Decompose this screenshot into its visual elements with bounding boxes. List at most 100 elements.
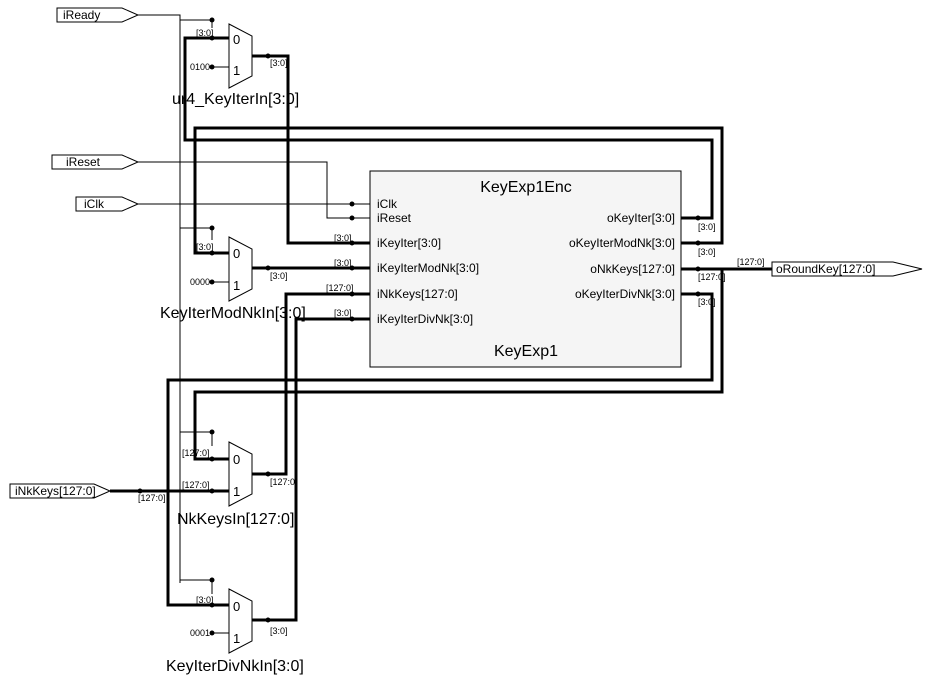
mux-keyitermodnk-out-bus: [3:0]	[270, 271, 288, 281]
port-iclk-label: iClk	[84, 197, 105, 211]
junction-dot	[695, 266, 701, 272]
junction-dot	[209, 17, 215, 23]
mux-keyiterdivnk-sel0: 0	[233, 599, 240, 614]
block-output-okeyiter: oKeyIter[3:0]	[607, 211, 675, 225]
bus-label-in-keyiter: [3:0]	[334, 233, 352, 243]
mux-keyitermodnk-in0-bus: [3:0]	[196, 242, 214, 252]
junction-dot	[209, 35, 215, 41]
block-instance-name: KeyExp1	[494, 343, 558, 360]
junction-dot	[209, 225, 215, 231]
mux-keyiter-in0-bus: [3:0]	[196, 28, 214, 38]
junction-dot	[209, 279, 215, 285]
junction-dot	[265, 471, 271, 477]
mux-nkkeys-out-bus: [127:0]	[270, 477, 298, 487]
junction-dot	[209, 602, 215, 608]
mux-nkkeys-in1-bus: [127:0]	[182, 480, 210, 490]
bus-mux1-out	[252, 54, 370, 245]
mux-keyitermodnk-sel1: 1	[233, 278, 240, 293]
block-input-ikeyiterdivnk: iKeyIterDivNk[3:0]	[377, 312, 473, 326]
junction-dot	[695, 291, 701, 297]
junction-dot	[209, 488, 215, 494]
mux-nkkeys-label: NkKeysIn[127:0]	[177, 511, 294, 528]
mux-keyitermodnk: 0 1 [3:0] 0000 [3:0] KeyIterModNkIn[3:0]	[160, 236, 306, 322]
bus-wires	[110, 36, 772, 622]
block-output-okeyitermodnk: oKeyIterModNk[3:0]	[569, 236, 675, 250]
wire-iready	[138, 14, 181, 583]
junction-dot	[349, 316, 355, 322]
mux-nkkeys-sel1: 1	[233, 484, 240, 499]
block-output-onkkeys: oNkKeys[127:0]	[590, 262, 675, 276]
bus-feedback-keyitermodnk	[193, 126, 724, 255]
bus-label-oroundkey: [127:0]	[737, 257, 765, 267]
mux-keyiterdivnk-label: KeyIterDivNkIn[3:0]	[166, 658, 304, 675]
junction-dot	[349, 215, 355, 221]
mux-keyiter-body	[228, 23, 253, 89]
wire-ireset	[138, 161, 370, 219]
junction-dot	[349, 240, 355, 246]
junction-dot	[209, 456, 215, 462]
block-input-ireset: iReset	[377, 211, 412, 225]
junction-dot	[209, 630, 215, 636]
mux-keyiterdivnk-in0-bus: [3:0]	[196, 595, 214, 605]
junctions	[137, 17, 701, 636]
block-input-inkkeys: iNkKeys[127:0]	[377, 287, 458, 301]
mux-keyiter-sel1: 1	[233, 63, 240, 78]
mux-keyiterdivnk: 0 1 [3:0] 0001 [3:0] KeyIterDivNkIn[3:0]	[166, 588, 304, 675]
mux-keyiter-sel0: 0	[233, 32, 240, 47]
mux-keyiterdivnk-sel1: 1	[233, 631, 240, 646]
mux-nkkeys-in0-bus: [127:0]	[182, 448, 210, 458]
mux-keyitermodnk-label: KeyIterModNkIn[3:0]	[160, 305, 306, 322]
port-inkkeys-label: iNkKeys[127:0]	[15, 484, 96, 498]
bus-label-out-keyitermodnk: [3:0]	[698, 247, 716, 257]
bus-feedback-keyiter	[183, 36, 714, 220]
mux-keyiterdivnk-body	[228, 588, 253, 654]
bus-label-out-nkkeys: [127:0]	[698, 272, 726, 282]
junction-dot	[137, 488, 143, 494]
junction-dot	[265, 265, 271, 271]
junction-dot	[209, 250, 215, 256]
mux-keyiter: 0 1 [3:0] 0100 [3:0] ur4_KeyIterIn[3:0]	[172, 23, 299, 108]
mux-keyiter-const: 0100	[190, 62, 210, 72]
block-input-ikeyiter: iKeyIter[3:0]	[377, 236, 441, 250]
junction-dot	[695, 240, 701, 246]
mux-keyiterdivnk-const: 0001	[190, 628, 210, 638]
port-iready: iReady	[56, 7, 140, 23]
mux-nkkeys-body	[228, 441, 253, 507]
junction-dot	[349, 201, 355, 207]
junction-dot	[349, 291, 355, 297]
port-inkkeys: iNkKeys[127:0]	[9, 483, 112, 499]
block-input-ikeyitermodnk: iKeyIterModNk[3:0]	[377, 261, 479, 275]
mux-nkkeys: 0 1 [127:0] [127:0] [127:0] NkKeysIn[127…	[177, 441, 298, 528]
mux-keyiter-label: ur4_KeyIterIn[3:0]	[172, 91, 299, 108]
keyexp-block-body	[369, 170, 682, 368]
wire-iready-mux4-sel	[180, 579, 213, 594]
junction-dot	[265, 53, 271, 59]
bus-feedback-nkkeys	[193, 267, 724, 461]
port-oroundkey-label: oRoundKey[127:0]	[776, 262, 875, 276]
mux-keyitermodnk-sel0: 0	[233, 246, 240, 261]
wire-iready-mux1-sel	[180, 19, 213, 28]
mux-nkkeys-sel0: 0	[233, 452, 240, 467]
junction-dot	[209, 64, 215, 70]
bus-label-inkkeys-port: [127:0]	[138, 493, 166, 503]
mux-keyitermodnk-const: 0000	[190, 277, 210, 287]
mux-keyiter-out-bus: [3:0]	[270, 58, 288, 68]
bus-label-in-keyitermodnk: [3:0]	[334, 258, 352, 268]
keyexp-block: KeyExp1Enc KeyExp1 iClk iReset iKeyIter[…	[369, 170, 682, 368]
bus-label-out-keyiter: [3:0]	[698, 222, 716, 232]
junction-dot	[265, 617, 271, 623]
bus-label-in-keyiterdivnk: [3:0]	[334, 308, 352, 318]
block-input-iclk: iClk	[377, 197, 398, 211]
block-type-name: KeyExp1Enc	[480, 179, 572, 196]
mux-keyitermodnk-body	[228, 236, 253, 302]
port-iclk: iClk	[75, 196, 140, 212]
port-iready-label: iReady	[63, 8, 100, 22]
bus-mux4-out	[252, 317, 370, 622]
junction-dot	[209, 429, 215, 435]
mux-keyiterdivnk-out-bus: [3:0]	[270, 626, 288, 636]
bus-label-in-nkkeys: [127:0]	[326, 283, 354, 293]
port-ireset: iReset	[51, 154, 140, 170]
junction-dot	[209, 577, 215, 583]
junction-dot	[349, 265, 355, 271]
